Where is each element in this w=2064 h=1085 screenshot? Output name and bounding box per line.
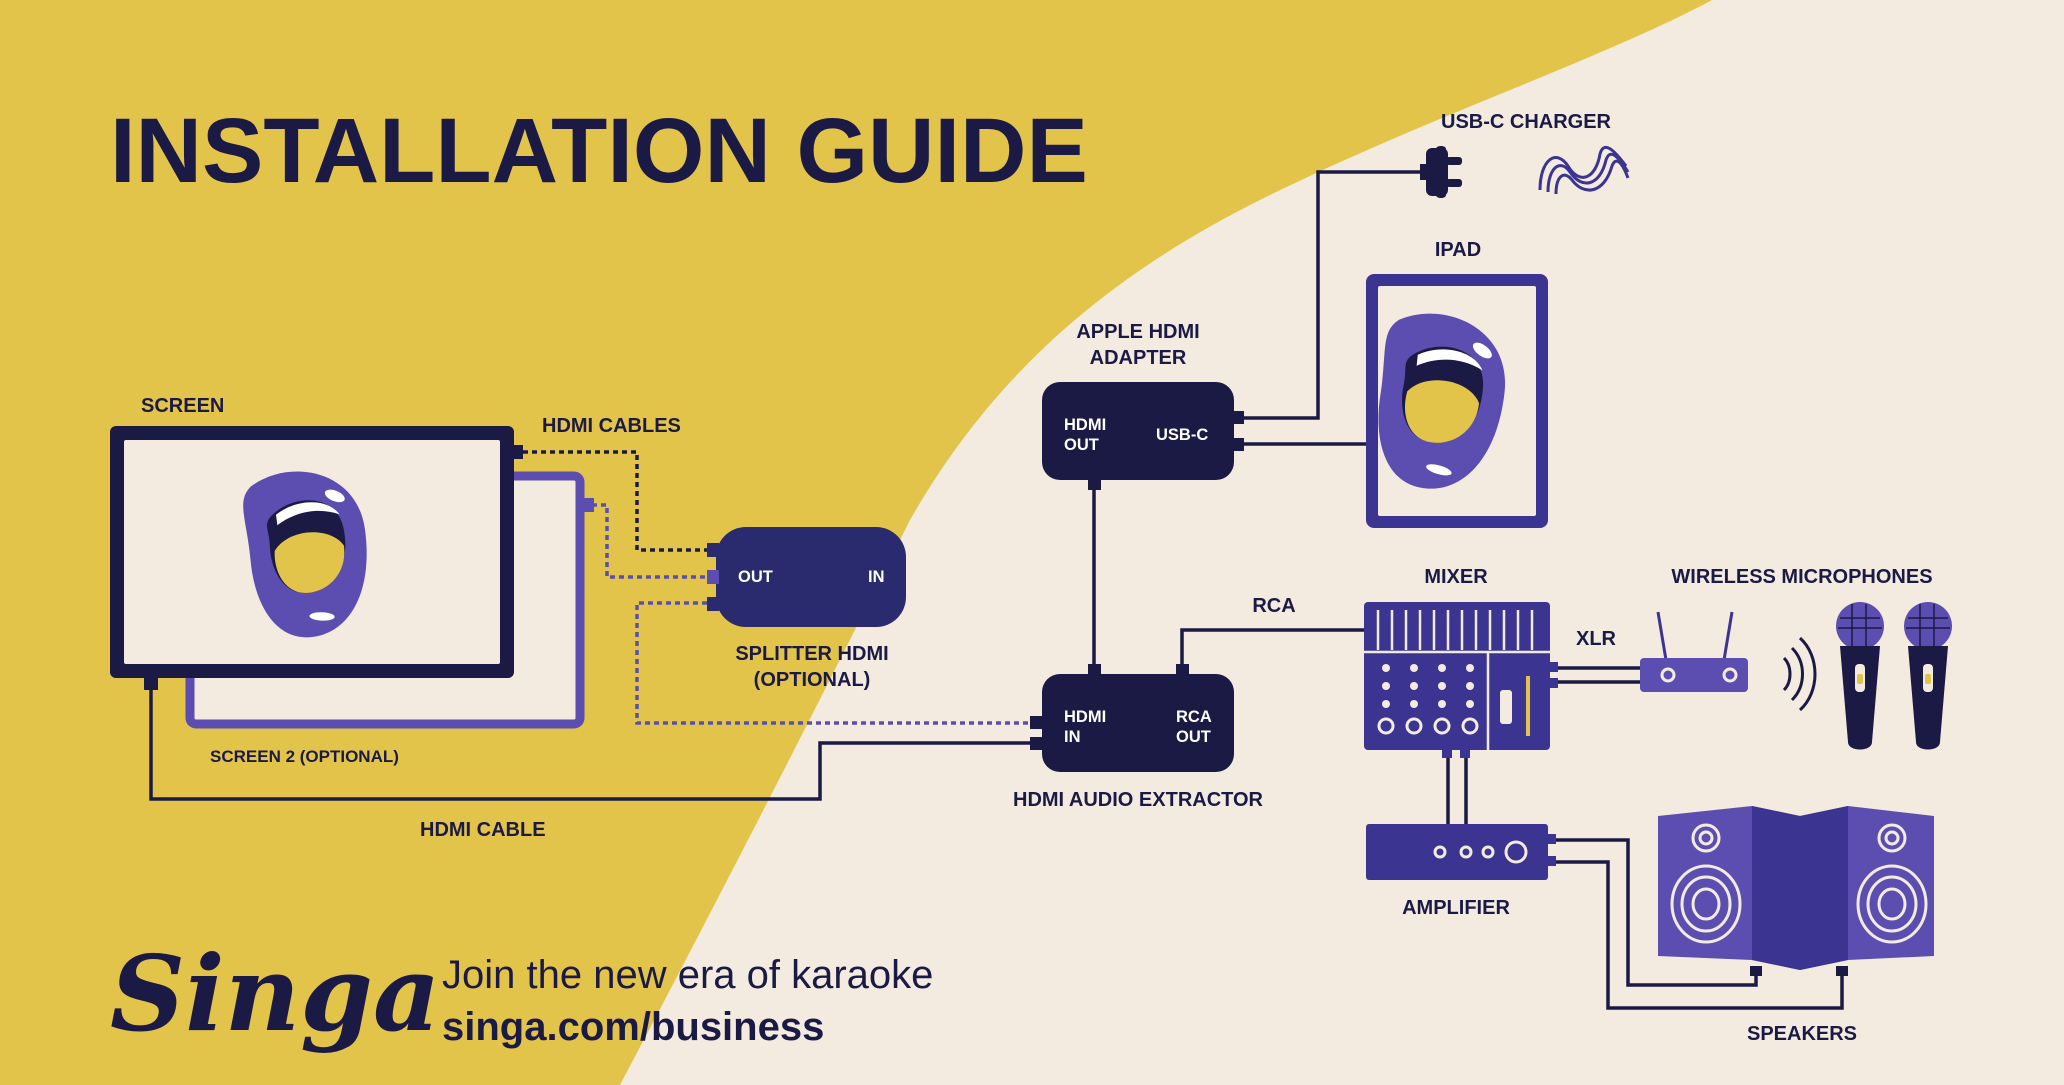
adapter-hdmi-label-2: OUT [1064, 436, 1099, 454]
hdmi-audio-extractor: HDMI IN RCA OUT [1030, 664, 1234, 772]
splitter-body [716, 527, 906, 627]
extractor-out-label-1: RCA [1176, 708, 1212, 726]
hdmi-cable-splitter-extractor [635, 601, 1036, 725]
speaker-left-icon [1658, 806, 1800, 976]
hdmi-cable-screen-extractor [149, 682, 1036, 801]
xlr-cables [1548, 666, 1640, 684]
label-audio-extractor: HDMI AUDIO EXTRACTOR [1013, 789, 1264, 811]
singing-mouth-icon [243, 471, 367, 638]
screen-2-port [580, 498, 594, 512]
wireless-signal-icon [1782, 636, 1817, 712]
receiver-knob-1 [1660, 667, 1676, 683]
mixer-jacks [1377, 717, 1479, 735]
speaker-cable-2 [1548, 860, 1844, 1010]
mixer-amplifier-cables [1446, 752, 1468, 828]
adapter-hdmi-port [1088, 478, 1101, 490]
label-xlr: XLR [1576, 628, 1617, 650]
apple-hdmi-adapter: HDMI OUT USB-C [1042, 382, 1244, 490]
splitter-port-out-label: OUT [738, 568, 773, 586]
extractor-top-port-2 [1176, 664, 1189, 676]
splitter-port-in-label: IN [868, 568, 885, 586]
microphone-2-icon [1904, 602, 1952, 750]
mixer-level [1526, 676, 1530, 736]
splitter-port-1 [707, 543, 719, 557]
splitter-port-3 [707, 597, 719, 611]
extractor-top-port-1 [1088, 664, 1101, 676]
label-screen-2: SCREEN 2 (OPTIONAL) [210, 747, 399, 766]
label-mixer: MIXER [1424, 566, 1488, 588]
power-wave-icon [1538, 145, 1630, 195]
hdmi-cable-screen1-splitter [514, 450, 716, 552]
extractor-body [1042, 674, 1234, 772]
mixer [1364, 602, 1558, 758]
screen [110, 426, 523, 690]
usbc-cable-charger [1232, 170, 1420, 420]
splitter-port-2 [707, 570, 719, 584]
speaker-cable-1 [1548, 838, 1758, 987]
label-speakers: SPEAKERS [1747, 1023, 1857, 1045]
adapter-usbc-label: USB-C [1156, 426, 1208, 444]
mixer-bottom-port-1 [1442, 748, 1452, 758]
amplifier-out-port-1 [1546, 834, 1556, 844]
splitter-hdmi: OUT IN [707, 527, 906, 627]
screen-bottom-port [144, 678, 158, 690]
plug-body [1426, 148, 1448, 196]
label-splitter-1: SPLITTER HDMI [735, 643, 888, 665]
label-hdmi-cable: HDMI CABLE [420, 819, 546, 841]
mixer-faders [1364, 610, 1550, 750]
receiver-body [1640, 658, 1748, 692]
page-title: INSTALLATION GUIDE [110, 100, 1088, 202]
footer-url[interactable]: singa.com/business [442, 1005, 824, 1049]
speaker-right-icon [1800, 806, 1934, 976]
adapter-usbc-port-1 [1232, 411, 1244, 424]
mixer-out-port-2 [1548, 678, 1558, 688]
label-amplifier: AMPLIFIER [1402, 897, 1510, 919]
amplifier-body [1366, 824, 1548, 880]
amplifier [1366, 824, 1556, 880]
footer-tagline: Join the new era of karaoke [442, 953, 933, 997]
microphone-1-icon [1836, 602, 1884, 750]
extractor-out-label-2: OUT [1176, 728, 1211, 746]
adapter-usbc-port-2 [1232, 438, 1244, 451]
adapter-hdmi-label-1: HDMI [1064, 416, 1106, 434]
adapter-body [1042, 382, 1234, 480]
extractor-in-label-2: IN [1064, 728, 1081, 746]
label-ipad: IPAD [1435, 239, 1481, 261]
extractor-port-1 [1030, 716, 1043, 729]
plug-prong-1 [1446, 157, 1462, 165]
plug-prong-2 [1446, 179, 1462, 187]
rca-cable [1180, 628, 1364, 674]
hdmi-cables-group [149, 170, 1844, 1010]
label-splitter-2: (OPTIONAL) [754, 669, 871, 691]
label-adapter-2: ADAPTER [1090, 347, 1187, 369]
mixer-knobs [1382, 664, 1474, 708]
label-screen: SCREEN [141, 395, 224, 417]
singa-logo: Singa [110, 932, 440, 1055]
ipad [1366, 274, 1548, 528]
amplifier-knobs [1433, 840, 1528, 864]
mixer-slider [1500, 690, 1512, 724]
antenna-right [1722, 611, 1734, 661]
mixer-bottom-port-2 [1460, 748, 1470, 758]
label-wireless-microphones: WIRELESS MICROPHONES [1671, 566, 1932, 588]
antenna-left [1656, 611, 1668, 661]
amplifier-out-port-2 [1546, 856, 1556, 866]
mixer-out-port-1 [1548, 662, 1558, 672]
label-adapter-1: APPLE HDMI [1076, 321, 1199, 343]
usb-c-charger [1420, 145, 1630, 198]
label-usb-c-charger: USB-C CHARGER [1441, 111, 1612, 133]
label-rca: RCA [1252, 595, 1295, 617]
extractor-in-label-1: HDMI [1064, 708, 1106, 726]
label-hdmi-cables: HDMI CABLES [542, 415, 681, 437]
wireless-receiver [1640, 611, 1748, 692]
screen-hdmi-port [511, 445, 523, 459]
receiver-knob-2 [1722, 667, 1738, 683]
extractor-port-2 [1030, 737, 1043, 750]
ipad-mouth-icon [1378, 313, 1505, 489]
